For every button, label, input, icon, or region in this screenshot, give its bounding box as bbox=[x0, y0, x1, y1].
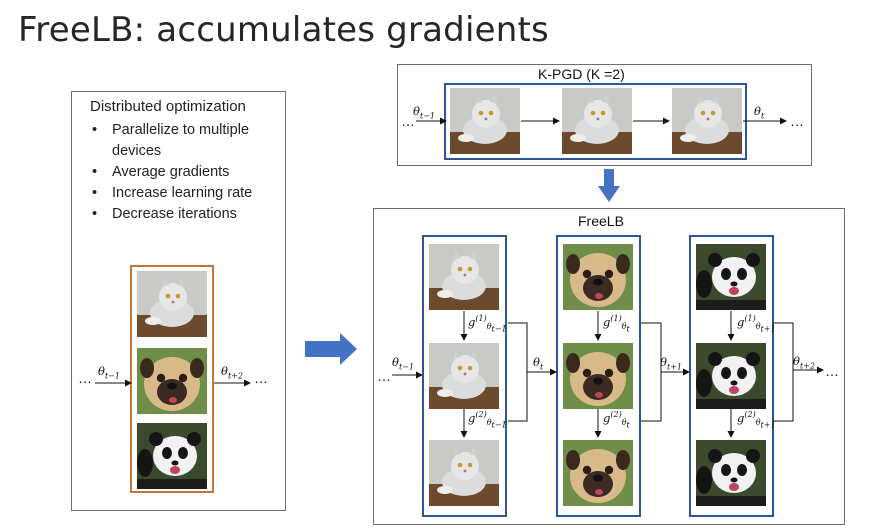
ellipsis: … bbox=[78, 370, 92, 386]
bullet-item: •Average gradients bbox=[92, 164, 230, 180]
panel-heading: Distributed optimization bbox=[90, 98, 246, 115]
theta-label: θt+1 bbox=[660, 355, 682, 372]
bullet-item: •Parallelize to multiple devices bbox=[92, 122, 250, 159]
theta-label: θt+2 bbox=[793, 354, 815, 371]
accumulate-bracket bbox=[774, 322, 794, 422]
gradient-label: g(1)θt+1 bbox=[737, 314, 776, 334]
slide-title: FreeLB: accumulates gradients bbox=[18, 10, 549, 50]
kpgd-label: K-PGD (K =2) bbox=[538, 66, 625, 82]
gradient-label: g(2)θt bbox=[603, 410, 630, 430]
accumulate-bracket bbox=[641, 322, 662, 422]
gradient-label: g(2)θt−1 bbox=[468, 410, 507, 430]
ellipsis: … bbox=[790, 113, 804, 129]
gradient-label: g(1)θt bbox=[603, 314, 630, 334]
bullet-item: •Increase learning rate bbox=[92, 185, 253, 201]
ellipsis: … bbox=[377, 368, 391, 384]
freelb-step-column bbox=[556, 235, 641, 517]
theta-label: θt bbox=[754, 104, 765, 121]
gradient-label: g(2)θt+1 bbox=[737, 410, 776, 430]
big-down-arrow bbox=[598, 169, 620, 202]
ellipsis: … bbox=[254, 370, 268, 386]
freelb-label: FreeLB bbox=[578, 213, 624, 229]
bullet-item: •Decrease iterations bbox=[92, 206, 237, 222]
theta-label: θt−1 bbox=[413, 104, 435, 121]
big-right-arrow bbox=[305, 333, 357, 365]
ellipsis: … bbox=[401, 113, 415, 129]
bullet-list: •Parallelize to multiple devices •Averag… bbox=[90, 120, 285, 225]
gradient-label: g(1)θt−1 bbox=[468, 314, 507, 334]
theta-label: θt bbox=[533, 355, 544, 372]
theta-label: θt−1 bbox=[98, 364, 120, 381]
freelb-step-column bbox=[422, 235, 507, 517]
ellipsis: … bbox=[825, 363, 839, 379]
batch-frame bbox=[130, 265, 214, 493]
theta-label: θt−1 bbox=[392, 355, 414, 372]
theta-label: θt+2 bbox=[221, 364, 243, 381]
freelb-step-column bbox=[689, 235, 774, 517]
accumulate-bracket bbox=[508, 322, 528, 422]
